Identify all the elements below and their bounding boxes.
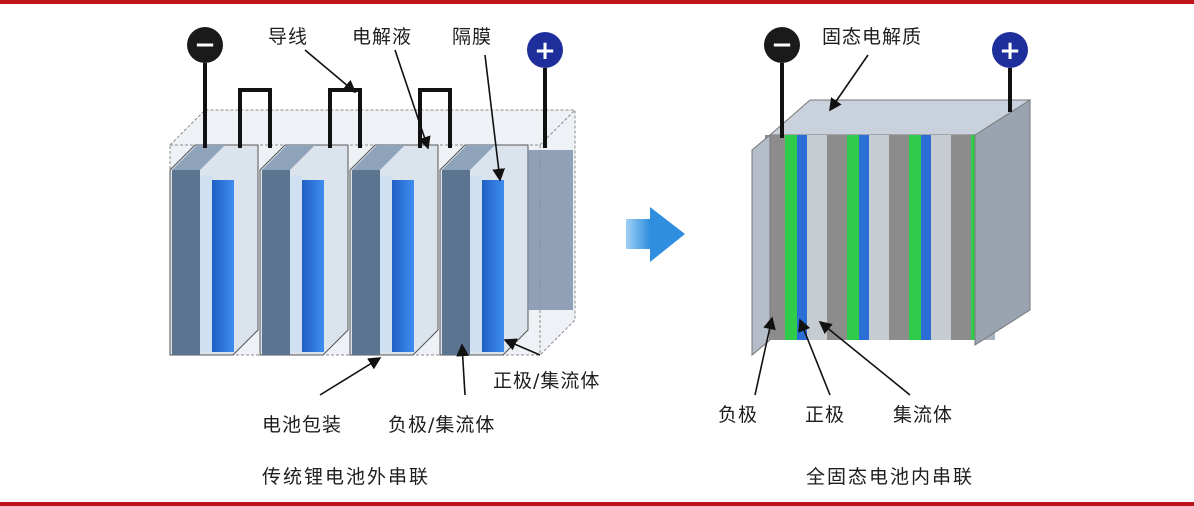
cell-2: [259, 144, 349, 356]
svg-text:−: −: [194, 30, 216, 60]
right-caption: 全固态电池内串联: [806, 466, 975, 488]
left-callout-lines: [304, 49, 541, 396]
left-battery-pack: [169, 63, 576, 356]
label-battery-package: 电池包装: [262, 414, 343, 436]
bottom-rule: [0, 502, 1194, 506]
top-rule: [0, 0, 1194, 4]
label-current-collector: 集流体: [893, 404, 954, 426]
left-caption: 传统锂电池外串联: [262, 466, 431, 488]
cell-1: [169, 144, 259, 356]
label-separator: 隔膜: [452, 26, 493, 48]
label-anode-collector: 负极/集流体: [388, 414, 496, 436]
label-solid-electrolyte: 固态电解质: [822, 26, 923, 48]
right-battery-stack: [751, 63, 1032, 357]
label-cathode: 正极: [805, 404, 846, 426]
svg-text:+: +: [999, 36, 1021, 66]
cell-4: [439, 144, 529, 356]
label-wire: 导线: [268, 26, 309, 48]
right-arrow-icon: [626, 207, 685, 262]
svg-text:+: +: [534, 36, 556, 66]
layer-stack: [765, 135, 983, 340]
positive-terminal-icon: +: [527, 32, 563, 68]
label-electrolyte: 电解液: [352, 26, 413, 48]
label-anode: 负极: [718, 404, 759, 426]
positive-terminal-icon: +: [992, 32, 1028, 68]
label-cathode-collector: 正极/集流体: [493, 370, 601, 392]
right-callout-lines: [754, 54, 911, 396]
negative-terminal-icon: −: [187, 27, 223, 63]
cell-3: [349, 144, 439, 356]
negative-terminal-icon: −: [764, 27, 800, 63]
svg-text:−: −: [771, 30, 793, 60]
